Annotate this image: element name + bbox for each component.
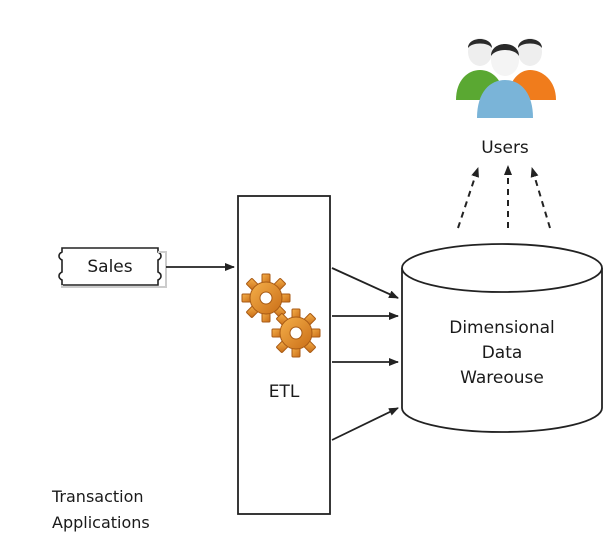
etl-to-warehouse-arrows (331, 267, 399, 441)
transaction-label-line: Transaction (52, 487, 144, 506)
sales-label: Sales (87, 257, 133, 277)
transaction-applications-label: Transaction Applications (52, 484, 192, 536)
users-group-icon (456, 38, 556, 118)
warehouse-label-line: Wareouse (460, 368, 544, 388)
users-label: Users (481, 138, 529, 158)
warehouse-label-line: Data (481, 343, 523, 363)
etl-box (237, 195, 331, 515)
transaction-label-line: Applications (52, 513, 150, 532)
warehouse-cylinder (401, 243, 603, 433)
gears-icon (241, 273, 321, 358)
sales-source-shape (58, 247, 167, 288)
warehouse-label: Dimensional Data Wareouse (432, 316, 572, 391)
users-access-arrows (457, 165, 551, 229)
warehouse-label-line: Dimensional (449, 318, 555, 338)
etl-label: ETL (268, 382, 300, 402)
